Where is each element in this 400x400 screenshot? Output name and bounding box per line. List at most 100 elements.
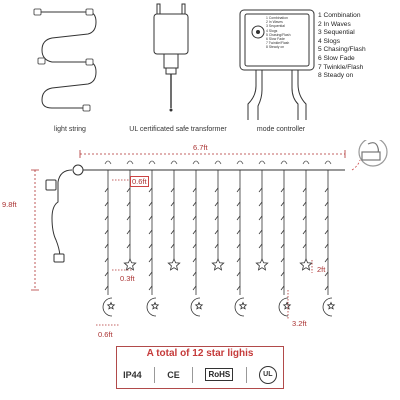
ip-rating: IP44 [123,369,142,380]
bulb-icon [236,187,241,193]
mode-item: 6 Slow Fade [318,54,355,62]
bulb-icon [324,201,329,207]
bulb-icon [148,271,153,277]
strand-hook-icon [192,160,200,165]
bulb-icon [280,271,285,277]
width-dimension-label: 6.7ft [193,143,208,152]
strand-hook-icon [214,160,222,165]
moon-drop-label: 3.2ft [292,319,307,328]
controller-panel-line: 2 In Waves [266,20,283,25]
bulb-icon [170,187,175,193]
small-star-icon [150,301,160,310]
star-light-icon [299,257,313,271]
bulb-icon [324,257,329,263]
strand-hook-icon [126,160,134,165]
bulb-icon [236,215,241,221]
long-drop-label: 2ft [317,265,326,274]
bulb-icon [126,187,131,193]
curtain-light-diagram [31,140,388,326]
strand-hook-icon [324,160,332,165]
lead-length-label: 9.8ft [2,200,17,209]
controller-panel-line: 6 Slow Fade [266,37,285,42]
bulb-icon [148,187,153,193]
controller-panel-line: 3 Sequential [266,24,285,29]
bulb-icon [192,271,197,277]
star-light-icon [123,257,137,271]
moon-light-icon [322,297,333,317]
bulb-icon [236,257,241,263]
bulb-icon [324,271,329,277]
bulb-icon [148,229,153,235]
bulb-icon [148,201,153,207]
bulb-icon [126,243,131,249]
light-string-illustration [33,8,97,112]
bulb-icon [104,271,109,277]
strand-hook-icon [104,160,112,165]
bulb-icon [302,201,307,207]
bulb-icon [302,229,307,235]
light-string-caption: light string [54,126,86,133]
bulb-icon [148,243,153,249]
bulb-icon [302,187,307,193]
star-drop-label: 0.3ft [120,274,135,283]
bulb-icon [258,201,263,207]
bulb-icon [324,215,329,221]
bulb-icon [104,243,109,249]
divider [192,366,194,383]
moon-light-icon [278,297,289,317]
bulb-icon [214,187,219,193]
ul-mark-text: UL [263,371,273,378]
bulb-icon [192,187,197,193]
mode-item: 4 Slogs [318,37,340,45]
bulb-icon [280,243,285,249]
spacing-label: 0.6ft [130,176,149,187]
mode-item: 8 Steady on [318,72,354,80]
star-count-banner: A total of 12 star lighis [116,346,284,362]
bulb-icon [280,215,285,221]
bulb-icon [192,201,197,207]
bulb-icon [258,243,263,249]
moon-light-icon [190,297,201,317]
bulb-icon [258,229,263,235]
mode-list: 1 Combination 2 In Waves 3 Sequential 4 … [318,12,366,81]
bulb-icon [148,285,153,291]
divider [245,366,247,383]
small-star-icon [238,301,248,310]
bulb-icon [280,229,285,235]
moon-light-icon [102,297,113,317]
bulb-icon [104,229,109,235]
mode-item: 5 Chasing/Flash [318,46,366,54]
bulb-icon [170,215,175,221]
bulb-icon [258,187,263,193]
controller-caption: mode controller [256,126,306,133]
moon-light-icon [234,297,245,317]
moon-width-label: 0.6ft [98,330,113,339]
ul-mark: UL [258,365,277,384]
strand-hook-icon [302,160,310,165]
small-star-icon [194,301,204,310]
bulb-icon [192,243,197,249]
bulb-icon [192,285,197,291]
controller-panel-line: 7 Twinkle/Flash [266,41,290,46]
strand-hook-icon [258,160,266,165]
mode-item: 1 Combination [318,12,361,19]
bulb-icon [280,285,285,291]
bulb-icon [324,243,329,249]
controller-panel-line: 1 Combination [266,16,288,20]
star-light-icon [255,257,269,271]
bulb-icon [148,215,153,221]
power-lead [51,169,73,259]
mode-item: 2 In Waves [318,20,351,28]
bulb-icon [258,215,263,221]
strand-hook-icon [236,160,244,165]
bulb-icon [302,243,307,249]
bulb-icon [324,229,329,235]
controller-panel-line: 5 Chasing/Flash [266,32,291,37]
bulb-icon [126,215,131,221]
bulb-icon [104,285,109,291]
bulb-icon [192,215,197,221]
small-star-icon [282,301,292,310]
strand-hook-icon [170,160,178,165]
controller-panel-text: 1 Combination 2 In Waves 3 Sequential 4 … [266,16,291,50]
bulb-icon [214,229,219,235]
